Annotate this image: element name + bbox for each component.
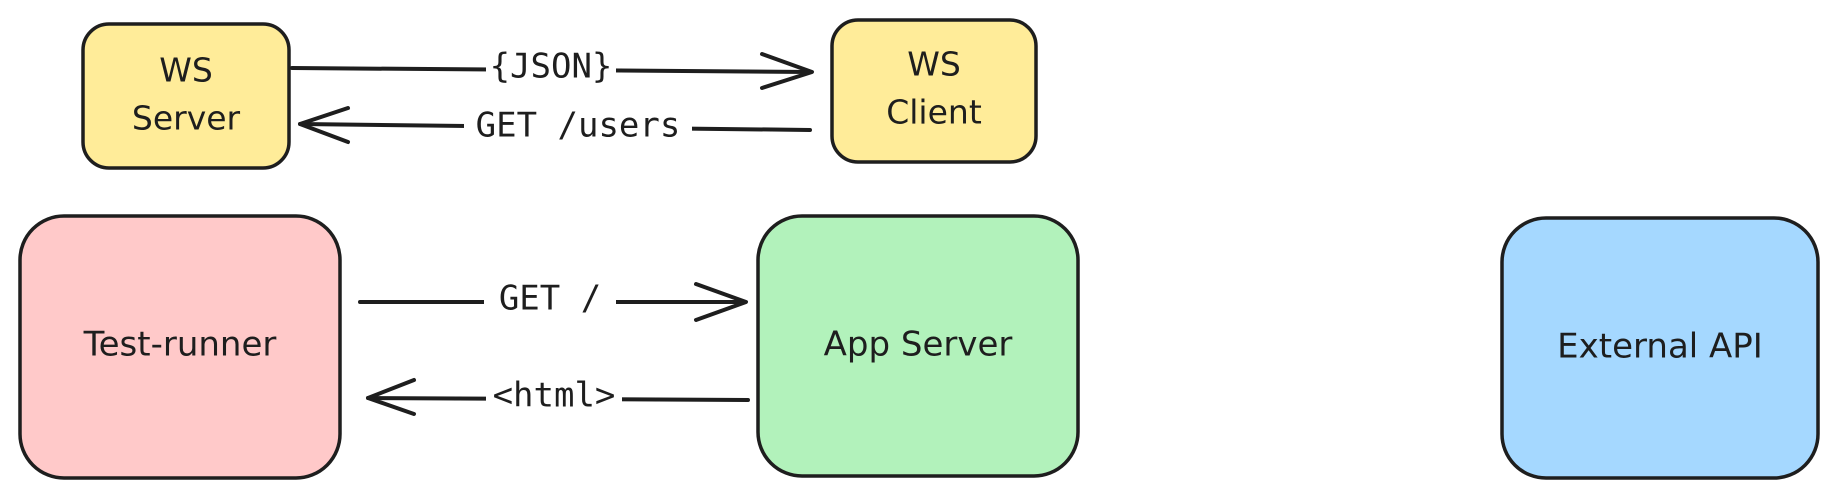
edge-get-users-label: GET /users [476,106,681,146]
node-app-server-box [756,214,1080,478]
edge-json-label-bg [486,46,616,90]
edge-html-label: <html> [493,376,616,416]
node-ws-server-line1: WS [159,51,213,90]
edge-get-root-arrowhead [694,282,748,322]
edge-get-users-label-bg [464,106,692,148]
node-ws-server: WS Server [81,22,291,170]
edge-get-root-label: GET / [499,279,601,319]
edge-json-label: {JSON} [490,47,613,87]
node-ws-client-line2: Client [886,93,982,132]
node-test-runner-box [18,214,342,480]
node-ws-client: WS Client [830,18,1038,164]
node-app-server: App Server [756,214,1080,478]
node-ws-server-box [81,22,291,170]
edge-json: {JSON} [290,46,814,90]
edge-html-arrowhead [366,378,416,416]
node-external-api-label: External API [1557,327,1763,367]
edge-get-users-arrowhead [298,106,350,144]
node-test-runner: Test-runner [18,214,342,480]
node-app-server-label: App Server [824,325,1013,365]
edge-get-root-label-bg [484,278,616,322]
edge-html-label-bg [486,376,622,420]
node-test-runner-label: Test-runner [83,325,277,365]
node-ws-server-line2: Server [132,99,241,138]
node-external-api-box [1500,216,1820,480]
edge-get-root: GET / [358,278,748,322]
node-external-api: External API [1500,216,1820,480]
edge-get-users: GET /users [298,106,812,148]
node-ws-client-box [830,18,1038,164]
edge-html: <html> [366,376,750,420]
node-ws-client-line1: WS [907,45,961,84]
edge-json-arrowhead [760,52,814,90]
